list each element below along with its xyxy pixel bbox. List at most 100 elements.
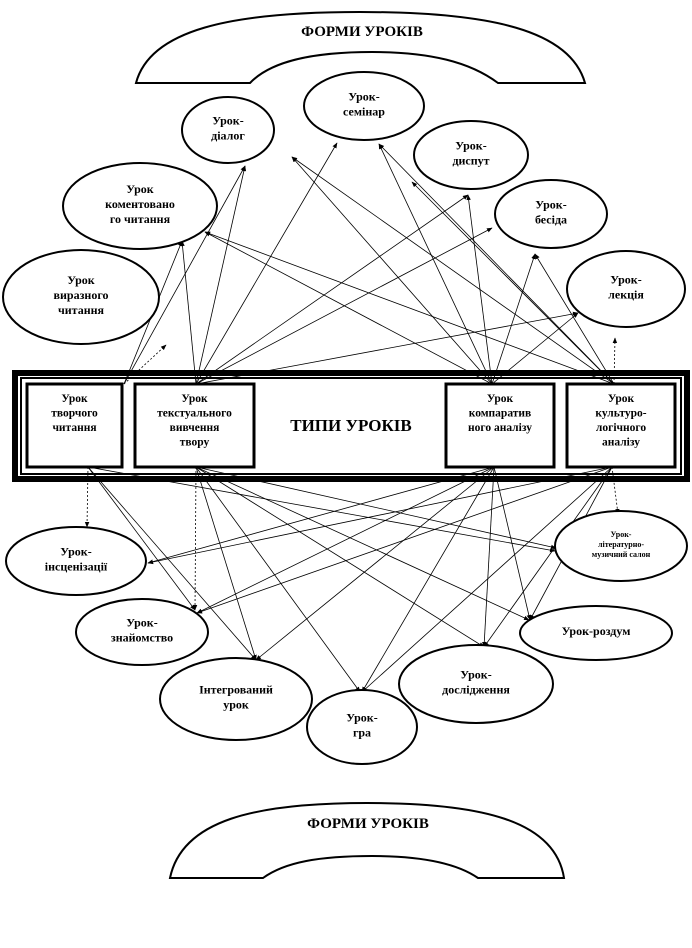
type-box-t3: Урок компаратив ного аналізу: [444, 382, 556, 469]
connector-arrow: [123, 165, 246, 385]
form-ellipse-label-line: Урок-: [610, 273, 641, 287]
connector-arrow: [378, 143, 493, 385]
form-ellipse-border: [159, 657, 313, 741]
form-ellipse-f_lektsia: Урок-лекція: [566, 250, 686, 328]
form-ellipse-label-line: лекція: [608, 288, 644, 302]
connector-arrow: [534, 253, 615, 385]
type-box-border: [25, 382, 124, 469]
form-ellipse-label-line: Урок-: [346, 711, 377, 725]
type-box-label-line: Урок: [181, 393, 208, 405]
type-box-label-line: аналізу: [602, 437, 640, 449]
form-ellipse-label-line: семінар: [343, 105, 385, 119]
form-ellipse-label-line: урок: [223, 698, 249, 712]
form-ellipse-border: [413, 120, 529, 190]
form-ellipse-f_rozdum: Урок-роздум: [519, 605, 673, 661]
connector-arrow: [195, 466, 257, 661]
form-ellipse-label-line: Інтегрований: [199, 683, 273, 697]
form-ellipse-label-line: музичний салон: [592, 550, 651, 559]
connector-arrow: [87, 466, 257, 661]
connector-arrow: [491, 253, 536, 385]
form-ellipse-label-line: Урок-: [212, 114, 243, 128]
type-box-label-line: компаратив: [469, 408, 532, 420]
bottom-banner-title: ФОРМИ УРОКІВ: [307, 816, 429, 832]
type-box-border: [444, 382, 556, 469]
connector-arrow: [378, 143, 615, 385]
connector-arrow: [147, 466, 613, 565]
form-ellipse-border: [62, 162, 218, 250]
form-ellipse-label-line: коментовано: [105, 197, 175, 211]
form-ellipse-label-line: діалог: [211, 129, 245, 143]
form-ellipse-border: [398, 644, 554, 724]
connector-arrow: [195, 142, 338, 385]
bottom-banner-shape: [168, 801, 566, 879]
type-box-border: [565, 382, 677, 469]
form-ellipse-label-line: Урок-роздум: [562, 624, 631, 638]
form-ellipse-label-line: Урок: [67, 273, 94, 287]
type-box-label-line: читання: [52, 422, 96, 434]
type-box-label-line: Урок: [61, 393, 88, 405]
form-ellipse-border: [303, 71, 425, 141]
form-ellipse-border: [5, 526, 147, 596]
type-box-label-line: Урок: [487, 393, 514, 405]
type-box-label-line: ного аналізу: [468, 422, 532, 434]
form-ellipses: Урок-діалогУрок-семінарУрок-диспутУрокко…: [2, 71, 688, 765]
type-box-label-line: Урок: [608, 393, 635, 405]
form-ellipse-label-line: бесіда: [535, 213, 567, 227]
form-ellipse-f_gra: Урок-гра: [306, 689, 418, 765]
connector-arrow: [195, 194, 469, 385]
form-ellipse-f_besida: Урок-бесіда: [494, 179, 608, 249]
connector-arrow: [196, 466, 495, 614]
types-frame-outer: [12, 370, 690, 482]
form-ellipse-label-line: Урок-: [348, 90, 379, 104]
form-ellipse-label-line: диспут: [452, 154, 489, 168]
form-ellipse-f_salon: Урок-літературно-музичний салон: [554, 510, 688, 582]
connector-arrow: [195, 466, 361, 693]
connector-arrow: [483, 466, 613, 648]
top-banner-shape: [134, 10, 587, 84]
connector-arrow: [291, 156, 615, 385]
form-ellipse-label-line: літературно-: [598, 540, 644, 549]
connector-arrow: [195, 466, 530, 621]
form-ellipse-label-line: виразного: [54, 288, 109, 302]
form-ellipse-label-line: Урок: [126, 182, 153, 196]
form-ellipse-border: [519, 605, 673, 661]
type-boxes: УроктворчогочитанняУроктекстуальноговивч…: [25, 382, 677, 469]
connector-arrow: [195, 466, 485, 648]
form-ellipse-f_disput: Урок-диспут: [413, 120, 529, 190]
form-ellipse-label-line: Урок-: [455, 139, 486, 153]
connector-arrow: [196, 466, 613, 614]
form-ellipse-label-line: Урок-: [60, 545, 91, 559]
form-ellipse-f_dialog: Урок-діалог: [181, 96, 275, 164]
form-ellipse-f_seminar: Урок-семінар: [303, 71, 425, 141]
type-box-label-line: культуро-: [595, 408, 646, 420]
form-ellipse-border: [75, 598, 209, 666]
connector-arrow: [411, 181, 615, 385]
form-ellipse-border: [2, 249, 160, 345]
top-banner-title: ФОРМИ УРОКІВ: [301, 24, 423, 40]
form-ellipse-label-line: гра: [353, 726, 371, 740]
form-ellipse-label-line: Урок-: [126, 616, 157, 630]
form-ellipse-border: [494, 179, 608, 249]
connector-arrow: [493, 466, 532, 621]
form-ellipse-border: [566, 250, 686, 328]
connector-arrow: [255, 466, 495, 661]
connector-arrow: [87, 466, 196, 611]
form-ellipse-label-line: інсценізації: [45, 560, 108, 574]
type-box-label-line: твору: [180, 437, 210, 449]
form-ellipse-label-line: знайомство: [111, 631, 173, 645]
connector-arrow: [291, 156, 493, 385]
connector-arrow: [192, 466, 198, 611]
form-ellipse-f_inscen: Урок-інсценізації: [5, 526, 147, 596]
connector-arrow: [195, 165, 247, 385]
form-ellipse-border: [554, 510, 688, 582]
connector-arrow: [204, 231, 615, 385]
connector-arrow: [361, 466, 613, 693]
type-box-label-line: текстуального: [157, 408, 232, 420]
form-ellipse-border: [306, 689, 418, 765]
